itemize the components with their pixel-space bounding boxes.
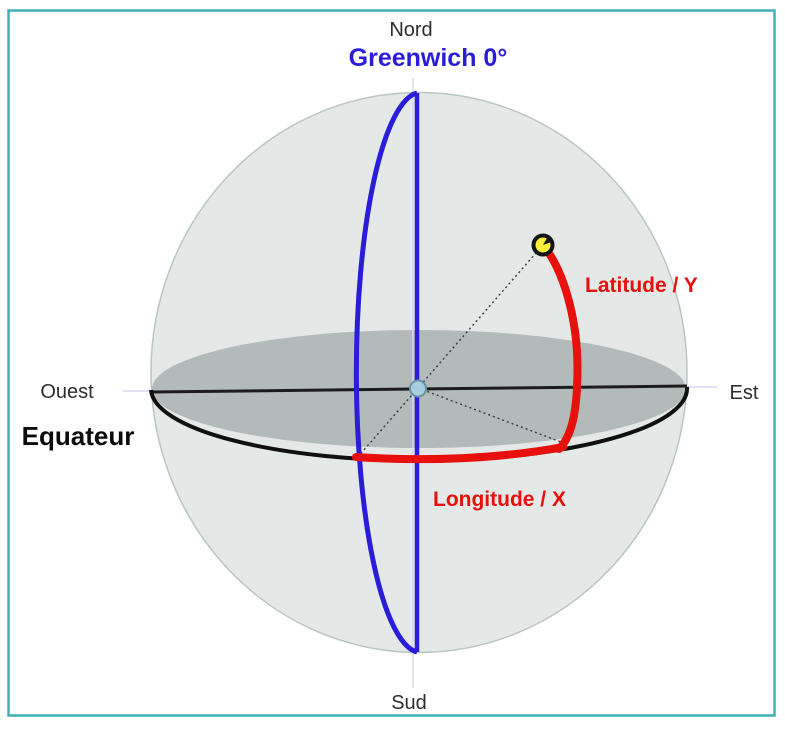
frame-border	[7, 9, 776, 717]
longitude-arc	[352, 443, 567, 464]
projection-line-to-equator	[417, 387, 562, 443]
longitude-label: Longitude / X	[433, 488, 566, 511]
east-label: Est	[730, 382, 759, 404]
globe-center-point	[409, 379, 427, 398]
north-label: Nord	[389, 19, 432, 41]
south-label: Sud	[391, 692, 427, 714]
location-point-wedge	[543, 235, 554, 245]
greenwich-label: Greenwich 0°	[349, 44, 508, 72]
equator-label: Equateur	[22, 421, 135, 451]
sight-line-through-center	[355, 244, 544, 460]
latitude-label: Latitude / Y	[585, 274, 698, 297]
greenwich-meridian-arc	[353, 90, 418, 655]
west-label: Ouest	[40, 381, 94, 403]
latitude-arc	[542, 245, 582, 453]
